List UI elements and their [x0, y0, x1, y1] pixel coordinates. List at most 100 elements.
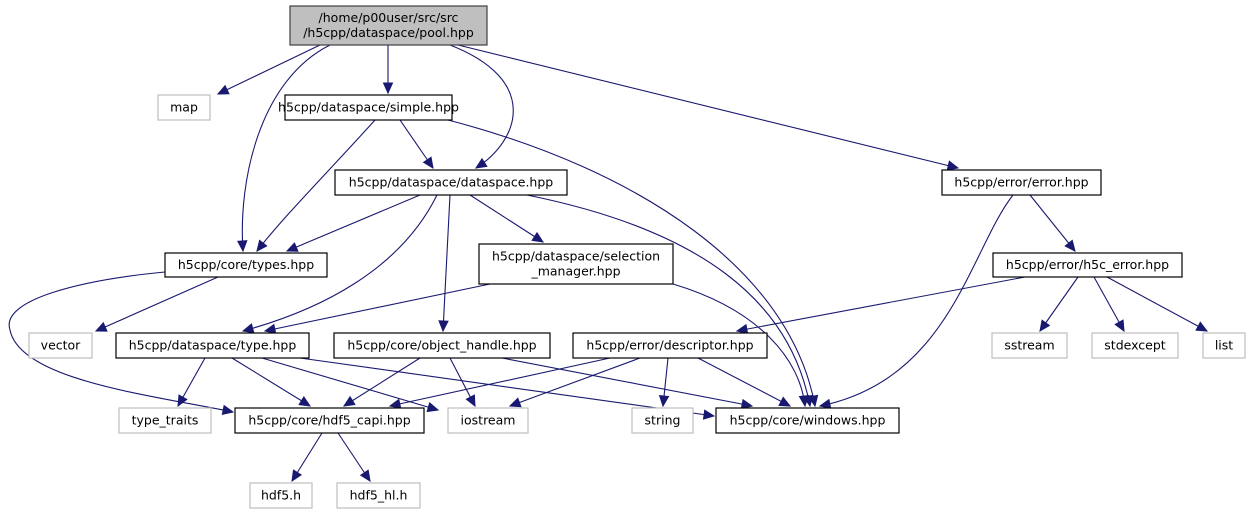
edge-hdf5_capi-to-hdf5_hl_h — [337, 432, 371, 483]
edge-hdf5_capi-to-hdf5_h — [291, 432, 323, 483]
arrowhead-icon — [237, 240, 248, 253]
node-windows[interactable]: h5cpp/core/windows.hpp — [715, 407, 900, 434]
node-box — [289, 5, 488, 46]
edge-h5c_error-to-sstream — [1039, 276, 1079, 332]
edge-line — [1039, 276, 1079, 332]
node-dataspace[interactable]: h5cpp/dataspace/dataspace.hpp — [334, 169, 568, 196]
node-label: string — [645, 413, 681, 428]
node-label: h5cpp/dataspace/selection — [492, 249, 660, 264]
arrowhead-icon — [465, 394, 476, 408]
edge-line — [286, 194, 421, 252]
node-label: h5cpp/error/descriptor.hpp — [586, 338, 753, 353]
edge-error-to-windows — [818, 194, 1014, 410]
node-box — [991, 332, 1068, 359]
node-type[interactable]: h5cpp/dataspace/type.hpp — [115, 332, 310, 359]
node-hdf5_hl_h: hdf5_hl.h — [336, 482, 421, 509]
node-list: list — [1202, 332, 1246, 359]
node-label: h5cpp/core/object_handle.hpp — [347, 338, 536, 353]
node-label: h5cpp/dataspace/dataspace.hpp — [349, 175, 554, 190]
arrowhead-icon — [1039, 319, 1051, 332]
edge-dataspace-to-object_handle — [438, 194, 451, 333]
edge-object_handle-to-iostream — [449, 357, 476, 408]
arrowhead-icon — [94, 321, 108, 332]
node-hdf5_h: hdf5.h — [249, 482, 313, 509]
edge-h5c_error-to-stdexcept — [1093, 276, 1125, 333]
edge-type-to-windows — [299, 357, 716, 420]
node-box — [334, 169, 568, 196]
node-hdf5_capi[interactable]: h5cpp/core/hdf5_capi.hpp — [234, 407, 425, 434]
edge-descriptor-to-string — [658, 357, 670, 408]
arrowhead-icon — [388, 398, 402, 409]
arrowhead-icon — [291, 469, 303, 483]
node-error[interactable]: h5cpp/error/error.hpp — [941, 169, 1102, 196]
edge-line — [343, 357, 421, 407]
arrowhead-icon — [216, 84, 230, 95]
node-box — [333, 332, 551, 359]
edges-layer — [8, 44, 1209, 483]
edge-object_handle-to-hdf5_capi — [342, 357, 421, 407]
arrowhead-icon — [818, 398, 832, 410]
node-pool[interactable]: /home/p00user/src/src/h5cpp/dataspace/po… — [289, 5, 488, 46]
edge-line — [95, 276, 219, 332]
node-type_traits: type_traits — [118, 407, 212, 434]
edge-descriptor-to-hdf5_capi — [388, 357, 611, 409]
node-label: h5cpp/core/windows.hpp — [730, 413, 886, 428]
node-box — [336, 482, 421, 509]
node-box — [115, 332, 310, 359]
edge-types-to-hdf5_capi — [8, 271, 235, 416]
arrowhead-icon — [1114, 319, 1125, 333]
edge-line — [442, 194, 451, 332]
node-label: hdf5.h — [261, 488, 301, 503]
node-box — [941, 169, 1102, 196]
node-sstream: sstream — [991, 332, 1068, 359]
node-label: stdexcept — [1104, 338, 1165, 353]
edge-line — [509, 357, 641, 407]
node-box — [284, 94, 453, 121]
arrowhead-icon — [285, 242, 299, 252]
node-label: h5cpp/dataspace/simple.hpp — [278, 100, 459, 115]
node-label: hdf5_hl.h — [350, 488, 408, 503]
node-object_handle[interactable]: h5cpp/core/object_handle.hpp — [333, 332, 551, 359]
arrowhead-icon — [474, 157, 488, 169]
edge-line — [819, 194, 1014, 407]
arrowhead-icon — [256, 239, 268, 252]
edge-line — [526, 194, 811, 407]
arrowhead-icon — [263, 323, 277, 335]
arrowhead-icon — [359, 469, 371, 483]
edge-descriptor-to-windows — [697, 357, 792, 407]
edge-descriptor-to-iostream — [508, 357, 641, 408]
edge-line — [736, 276, 1026, 332]
edge-line — [449, 44, 514, 169]
node-box — [631, 407, 694, 434]
arrowhead-icon — [298, 396, 312, 407]
node-label: /home/p00user/src/src — [319, 10, 459, 25]
edge-line — [242, 194, 438, 332]
edge-simple-to-dataspace — [399, 119, 434, 170]
node-box — [447, 407, 529, 434]
arrowhead-icon — [778, 396, 792, 407]
arrowhead-icon — [1064, 239, 1076, 252]
edge-error-to-h5c_error — [1029, 194, 1076, 252]
edge-line — [469, 194, 544, 243]
arrowhead-icon — [422, 156, 434, 170]
node-selection_manager[interactable]: h5cpp/dataspace/selection_manager.hpp — [478, 243, 674, 285]
edge-line — [457, 44, 959, 169]
arrowhead-icon — [946, 160, 960, 171]
edge-pool-to-dataspace — [449, 44, 514, 169]
node-box — [1091, 332, 1179, 359]
node-simple[interactable]: h5cpp/dataspace/simple.hpp — [278, 94, 459, 121]
edge-type-to-iostream — [261, 357, 440, 413]
node-types[interactable]: h5cpp/core/types.hpp — [164, 252, 328, 278]
edge-dataspace-to-type — [241, 194, 438, 334]
node-descriptor[interactable]: h5cpp/error/descriptor.hpp — [572, 332, 768, 359]
edge-line — [217, 44, 321, 95]
node-label: list — [1215, 338, 1233, 353]
node-label: h5cpp/core/types.hpp — [178, 257, 314, 272]
node-h5c_error[interactable]: h5cpp/error/h5c_error.hpp — [992, 252, 1183, 278]
node-vector: vector — [28, 332, 93, 359]
arrowhead-icon — [221, 404, 235, 416]
node-box — [572, 332, 768, 359]
edge-line — [697, 357, 791, 407]
edge-h5c_error-to-descriptor — [735, 276, 1026, 335]
